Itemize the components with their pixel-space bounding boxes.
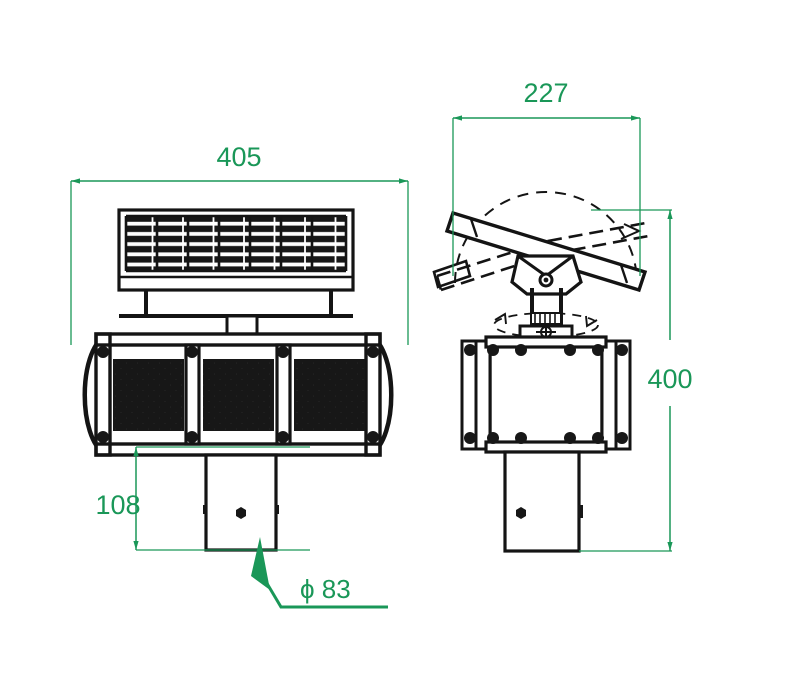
mounting-pole-side xyxy=(503,450,583,553)
housing-post-right xyxy=(364,332,382,457)
led-module-center xyxy=(203,359,274,431)
mounting-pole-body-side xyxy=(503,450,581,553)
callout-phi-83-label: ϕ 83 xyxy=(300,574,351,604)
solar-panel-ghost-outline xyxy=(432,259,472,289)
dimension-227: 227 xyxy=(452,78,641,276)
callout-arrowhead xyxy=(251,537,270,590)
rotation-arrow-left xyxy=(494,312,507,325)
front-view xyxy=(82,208,394,552)
lamp-housing xyxy=(82,332,394,457)
pole-lug-right xyxy=(275,505,279,514)
mounting-pole xyxy=(203,453,279,552)
module-separator-right xyxy=(275,343,292,446)
pole-lug-left xyxy=(203,505,207,514)
solar-panel-ghost-positions xyxy=(435,220,655,292)
dimension-405-label: 405 xyxy=(216,142,261,172)
dimension-400: 400 xyxy=(579,209,693,552)
dimension-108: 108 xyxy=(95,446,310,551)
housing-top-rail xyxy=(94,332,382,347)
dimension-405: 405 xyxy=(70,142,409,345)
module-separator-left xyxy=(184,343,201,446)
heat-sink-fins xyxy=(460,339,632,451)
pole-bolt xyxy=(236,507,246,519)
housing-body-side xyxy=(488,342,604,451)
housing-bolts xyxy=(464,344,628,444)
mounting-pole-body xyxy=(204,453,278,552)
solar-panel-tilted xyxy=(444,210,648,293)
dimension-108-label: 108 xyxy=(95,490,140,520)
solar-cell-array xyxy=(126,216,346,271)
dimension-227-label: 227 xyxy=(523,78,568,108)
solar-panel xyxy=(117,208,355,292)
led-module-right xyxy=(294,359,365,431)
tilt-arc xyxy=(454,191,638,284)
housing-bottom-rail xyxy=(94,442,382,457)
rotation-arrow-right xyxy=(585,315,598,328)
pole-lug-side xyxy=(578,505,583,518)
solar-cell-dividers xyxy=(124,214,348,273)
housing-flange-top xyxy=(484,335,608,349)
dimension-layer: 405 108 ϕ 83 227 400 xyxy=(70,78,693,609)
pole-bolt-side xyxy=(516,507,526,519)
pivot-bracket xyxy=(510,254,583,296)
tilt-arrow-right xyxy=(620,223,642,240)
side-view xyxy=(432,191,655,553)
lamp-housing-side xyxy=(460,335,632,454)
separator-bolts xyxy=(186,346,289,443)
callout-leader-line xyxy=(260,574,388,609)
housing-corner-bolts xyxy=(97,346,379,443)
callout-phi-83: ϕ 83 xyxy=(251,537,388,609)
led-module-left xyxy=(113,359,184,431)
dimension-400-label: 400 xyxy=(647,364,692,394)
housing-post-left xyxy=(94,332,112,457)
